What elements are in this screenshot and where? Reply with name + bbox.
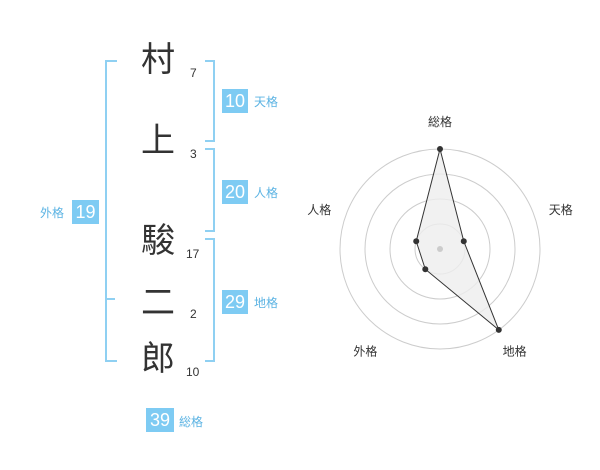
gaikaku-bracket-split	[105, 298, 115, 300]
name-char-3: 駿	[141, 221, 175, 261]
chikaku-label: 地格	[254, 296, 279, 310]
name-char-2: 上	[141, 121, 175, 161]
radar-point-2	[460, 238, 467, 245]
gaikaku-bracket	[105, 60, 117, 362]
radar-point-5	[413, 238, 420, 245]
radar-point-1	[437, 146, 443, 152]
name-char-1: 村	[141, 40, 175, 80]
name-char-4: 二	[141, 283, 175, 323]
jinkaku-bracket	[205, 148, 215, 232]
jinkaku-label: 人格	[254, 186, 279, 200]
radar-polygon	[415, 148, 500, 331]
chikaku-badge: 29	[222, 290, 248, 314]
chikaku-bracket	[205, 238, 215, 362]
stroke-count-1: 7	[190, 66, 197, 80]
jinkaku-badge: 20	[222, 180, 248, 204]
stroke-count-4: 2	[190, 307, 197, 321]
tenkaku-bracket	[205, 60, 215, 142]
stroke-count-3: 17	[186, 247, 200, 261]
radar-axis-label-5: 人格	[307, 202, 331, 217]
tenkaku-badge: 10	[222, 89, 248, 113]
radar-point-3	[495, 326, 502, 333]
radar-axis-label-4: 外格	[353, 344, 377, 359]
gaikaku-badge: 19	[72, 200, 99, 224]
radar-point-4	[422, 266, 429, 273]
tenkaku-label: 天格	[254, 95, 279, 109]
radar-axis-label-1: 総格	[428, 114, 452, 129]
gaikaku-label: 外格	[40, 206, 65, 220]
stroke-count-5: 10	[186, 365, 200, 379]
radar-axis-label-2: 天格	[549, 202, 573, 217]
radar-center	[437, 246, 443, 252]
name-char-5: 郎	[141, 339, 175, 379]
stroke-count-2: 3	[190, 147, 197, 161]
radar-axis-label-3: 地格	[503, 344, 527, 359]
soukaku-label: 総格	[179, 415, 204, 429]
soukaku-badge: 39	[146, 408, 174, 432]
